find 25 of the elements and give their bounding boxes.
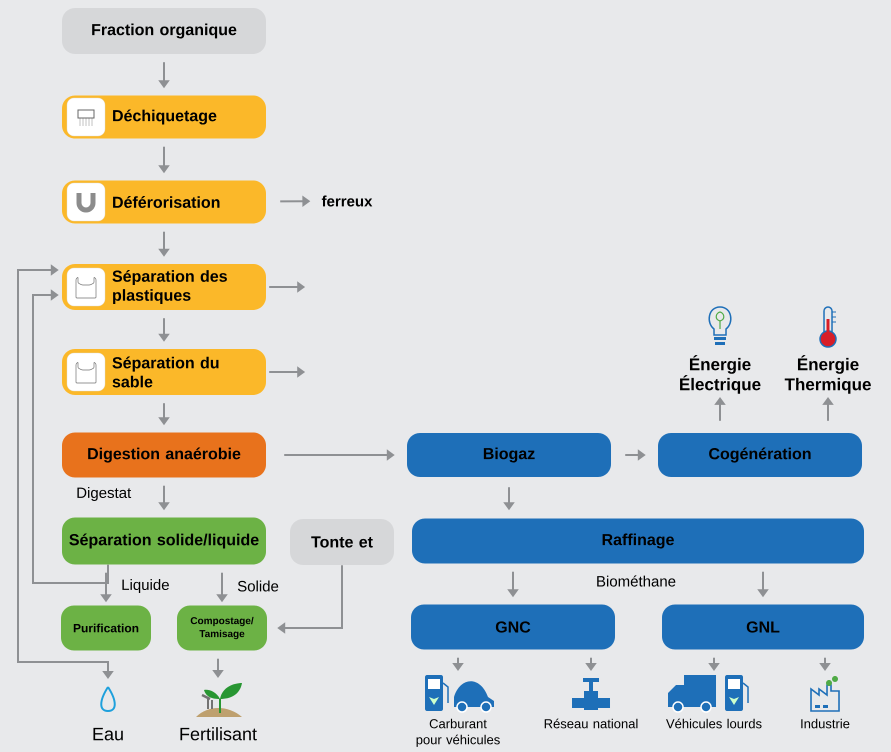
- arrow: [32, 289, 109, 584]
- output-label: Industrie: [801, 718, 850, 728]
- output-label: Énergie Électrique: [680, 355, 761, 394]
- edge-label: Digestat: [75, 486, 132, 502]
- input-box: Tonte et: [290, 519, 394, 565]
- process-box: Fraction organique: [62, 8, 266, 54]
- output-label: Fertilisant: [180, 727, 257, 740]
- output-label: Carburant pour véhicules: [416, 718, 500, 747]
- edge-label: Solide: [236, 580, 280, 593]
- flow-label: Biométhane: [597, 575, 676, 587]
- process-box: Digestion anaérobie: [62, 432, 266, 478]
- process-box: Cogénération: [658, 433, 862, 477]
- output-label: ferreux: [322, 196, 372, 206]
- process-box: Compostage/ Tamisage: [177, 606, 267, 650]
- output-label: Véhicules lourds: [666, 718, 762, 728]
- process-box: GNL: [662, 604, 864, 650]
- output-label: Réseau national: [544, 718, 638, 728]
- process-box: GNC: [411, 604, 615, 650]
- output-label: Eau: [93, 728, 123, 740]
- process-box: Séparation solide/liquide: [62, 518, 266, 564]
- output-label: Énergie Thermique: [784, 355, 871, 394]
- process-box: Biogaz: [407, 433, 611, 477]
- process-box: Raffinage: [412, 518, 864, 564]
- process-box: Purification: [61, 606, 151, 650]
- edge-label: Liquide: [120, 578, 171, 594]
